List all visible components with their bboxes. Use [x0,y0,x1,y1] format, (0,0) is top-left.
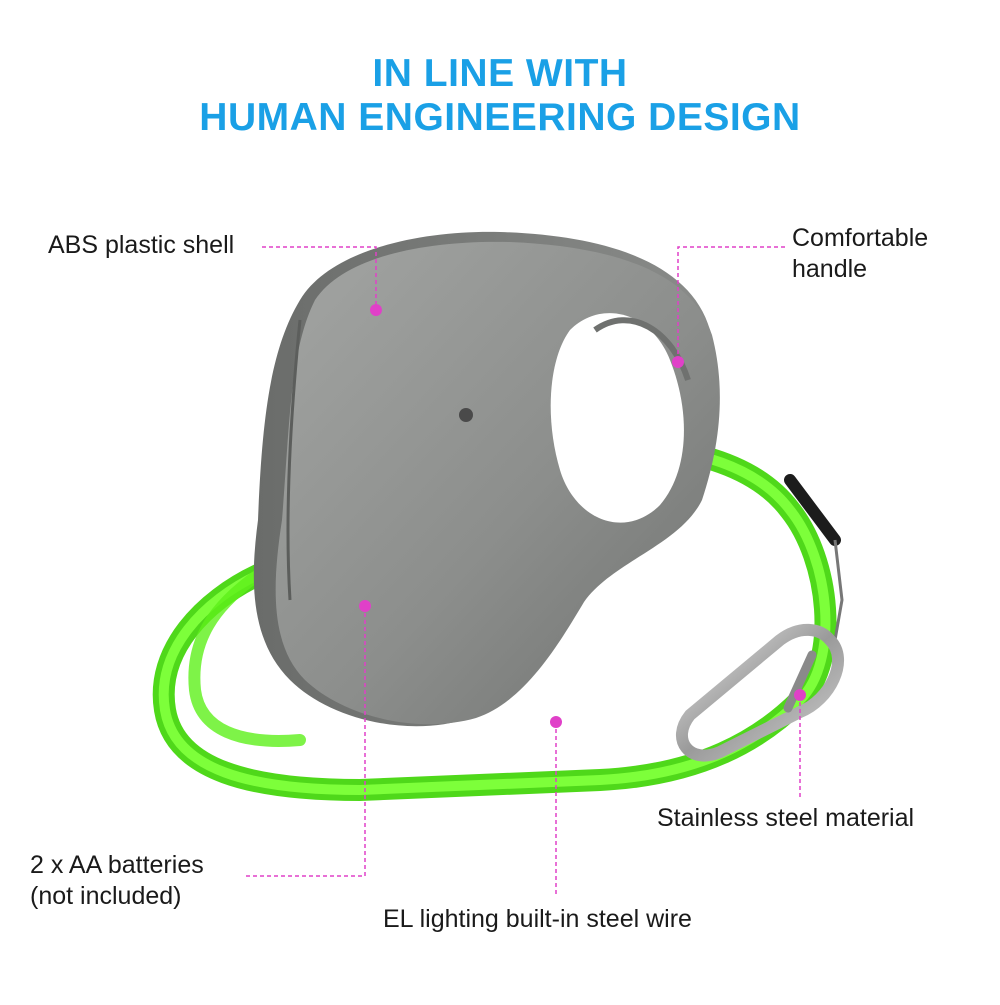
callout-markers [359,304,806,728]
leader-lines [246,246,801,895]
callout-abs-text: ABS plastic shell [48,231,235,259]
callout-handle-line-2: handle [792,255,868,283]
callout-comfortable-handle: Comfortable handle [792,223,928,285]
callout-batteries: 2 x AA batteries (not included) [30,850,204,912]
callout-el-wire: EL lighting built-in steel wire [383,904,692,935]
callout-handle-line-1: Comfortable [792,224,929,252]
callout-wire-text: EL lighting built-in steel wire [383,905,692,933]
headline-line-1: IN LINE WITH [372,52,628,95]
callout-batteries-line-1: 2 x AA batteries [30,851,204,879]
callout-stainless-steel: Stainless steel material [657,803,914,834]
callout-abs-plastic-shell: ABS plastic shell [48,230,234,261]
callout-steel-text: Stainless steel material [657,804,915,832]
headline-line-2: HUMAN ENGINEERING DESIGN [199,96,801,139]
abs-plastic-shell [253,231,720,727]
callout-batteries-line-2: (not included) [30,882,182,910]
carabiner [676,623,845,762]
